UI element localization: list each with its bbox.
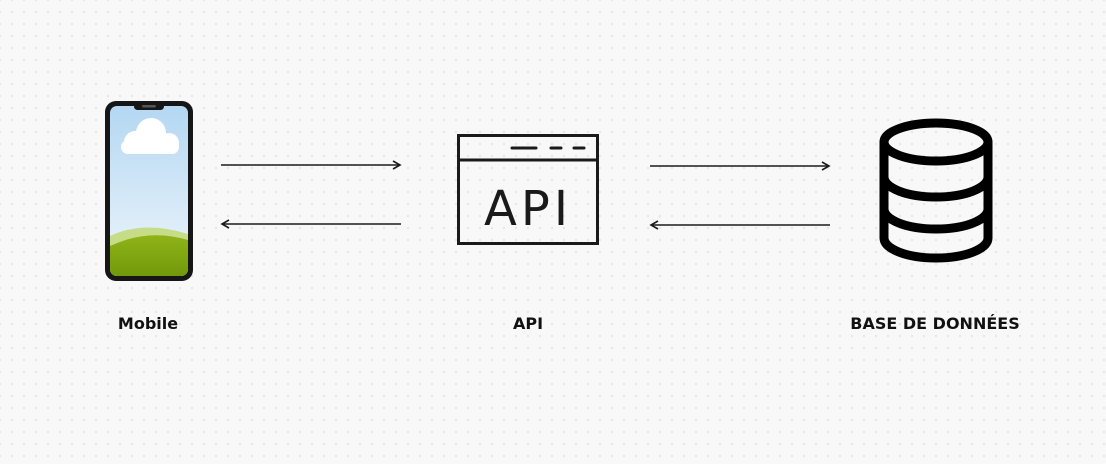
arrow-mobile-to-api [221, 160, 402, 170]
api-label: API [512, 314, 544, 333]
database-label: BASE DE DONNÉES [850, 314, 1020, 333]
database-icon [879, 118, 993, 263]
arrow-api-to-database [650, 161, 831, 171]
api-icon-text: API [484, 181, 572, 237]
arrow-database-to-api [649, 220, 830, 230]
arrow-api-to-mobile [220, 219, 401, 229]
api-window-icon: API [457, 134, 599, 245]
smartphone-icon [105, 101, 193, 281]
mobile-label: Mobile [117, 314, 179, 333]
